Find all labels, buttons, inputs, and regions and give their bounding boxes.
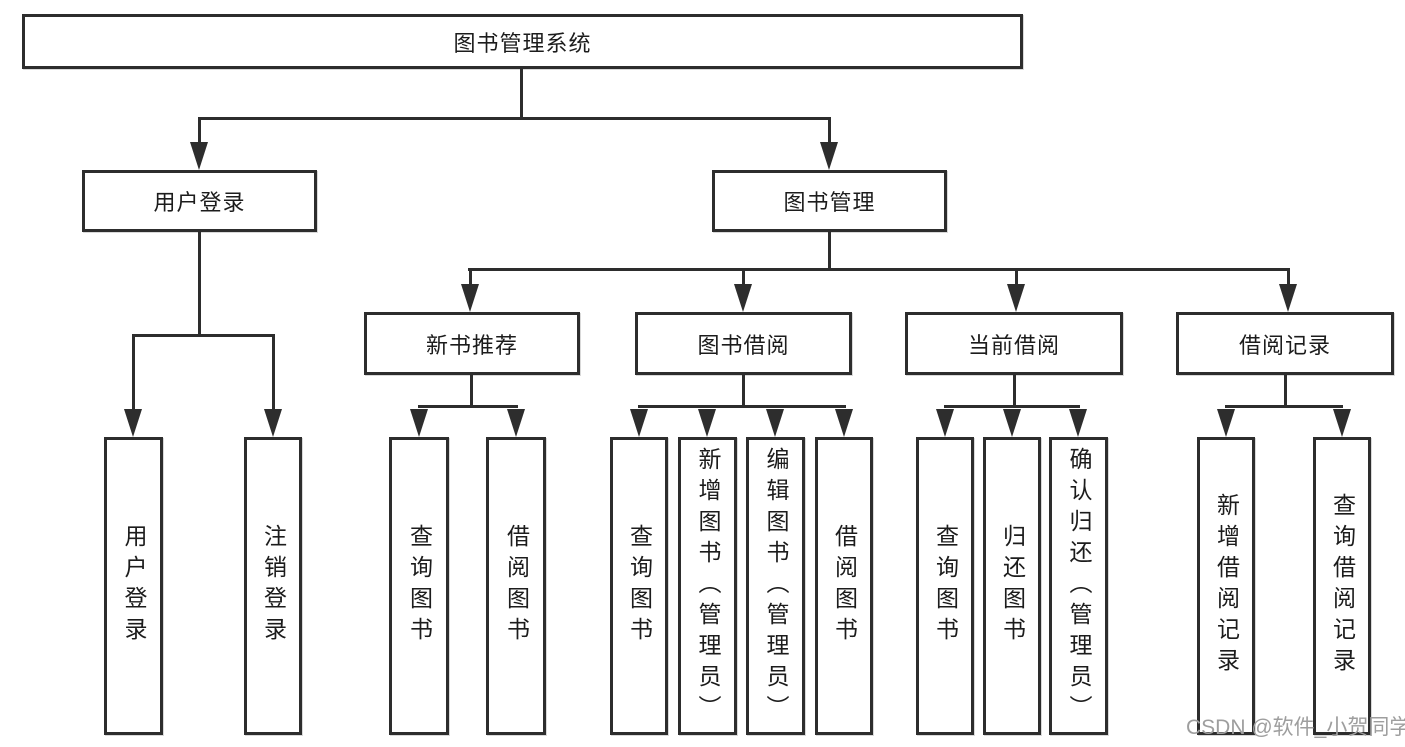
leaf-record-query-label: 查询借阅记录 (1329, 493, 1356, 679)
connector-drop-current-borrow (1015, 268, 1018, 287)
leaf-record-query: 查询借阅记录 (1313, 437, 1371, 735)
node-user-login-label: 用户登录 (153, 190, 246, 215)
node-book-mgmt-label: 图书管理 (783, 190, 876, 215)
leaf-current-query-label: 查询图书 (932, 524, 959, 648)
arrow-down-icon (1007, 284, 1025, 312)
connector-drop-new-book (469, 268, 472, 287)
leaf-current-return: 归还图书 (983, 437, 1041, 735)
connector-bookmgmt-stem (828, 232, 831, 269)
leaf-newbook-query: 查询图书 (389, 437, 449, 735)
arrow-down-icon (698, 409, 716, 437)
arrow-down-icon (936, 409, 954, 437)
connector-newbook-splitter (418, 405, 518, 408)
connector-currentborrow-splitter (944, 405, 1080, 408)
leaf-user-login-label: 用户登录 (121, 524, 147, 648)
arrow-down-icon (820, 142, 838, 170)
arrow-down-icon (734, 284, 752, 312)
leaf-borrow-add-admin: 新增图书（管理员） (678, 437, 737, 735)
node-root: 图书管理系统 (22, 14, 1023, 69)
connector-bookborrow-splitter (638, 405, 846, 408)
arrow-down-icon (835, 409, 853, 437)
arrow-down-icon (264, 409, 282, 437)
arrow-down-icon (507, 409, 525, 437)
node-book-borrow: 图书借阅 (635, 312, 852, 375)
arrow-down-icon (630, 409, 648, 437)
connector-userlogin-stem (198, 232, 201, 337)
leaf-logout: 注销登录 (244, 437, 302, 735)
leaf-current-confirm-admin: 确认归还（管理员） (1049, 437, 1108, 735)
connector-drop-book-mgmt (828, 117, 831, 145)
leaf-record-add: 新增借阅记录 (1197, 437, 1255, 735)
connector-drop-borrow-record (1287, 268, 1290, 287)
node-borrow-record: 借阅记录 (1176, 312, 1394, 375)
node-current-borrow-label: 当前借阅 (967, 332, 1060, 358)
csdn-watermark: CSDN @软件_小贺同学 (1186, 716, 1405, 739)
arrow-down-icon (1069, 409, 1087, 437)
node-book-mgmt: 图书管理 (712, 170, 947, 232)
leaf-current-query: 查询图书 (916, 437, 974, 735)
arrow-down-icon (461, 284, 479, 312)
node-user-login: 用户登录 (82, 170, 317, 232)
connector-drop-user-login (198, 117, 201, 145)
leaf-current-return-label: 归还图书 (999, 524, 1026, 648)
node-book-borrow-label: 图书借阅 (697, 332, 790, 358)
leaf-borrow-book-label: 借阅图书 (831, 524, 858, 648)
leaf-newbook-query-label: 查询图书 (406, 524, 433, 648)
node-new-book-label: 新书推荐 (425, 332, 518, 358)
arrow-down-icon (766, 409, 784, 437)
node-new-book: 新书推荐 (364, 312, 580, 375)
connector-userlogin-splitter (132, 334, 275, 337)
connector-currentborrow-stem (1013, 375, 1016, 408)
connector-borrowrecord-stem (1284, 375, 1287, 408)
connector-newbook-stem (470, 375, 473, 408)
connector-bookmgmt-splitter (468, 268, 1290, 271)
arrow-down-icon (1003, 409, 1021, 437)
leaf-logout-label: 注销登录 (260, 524, 287, 648)
arrow-down-icon (1279, 284, 1297, 312)
connector-bookborrow-stem (742, 375, 745, 408)
arrow-down-icon (190, 142, 208, 170)
connector-root-stem (520, 69, 523, 117)
node-current-borrow: 当前借阅 (905, 312, 1123, 375)
connector-drop-book-borrow (742, 268, 745, 287)
leaf-current-confirm-admin-label: 确认归还（管理员） (1066, 446, 1092, 726)
leaf-borrow-edit-admin: 编辑图书（管理员） (746, 437, 805, 735)
arrow-down-icon (410, 409, 428, 437)
arrow-down-icon (124, 409, 142, 437)
leaf-borrow-add-admin-label: 新增图书（管理员） (695, 446, 721, 726)
leaf-user-login: 用户登录 (104, 437, 163, 735)
arrow-down-icon (1217, 409, 1235, 437)
leaf-newbook-borrow-label: 借阅图书 (503, 524, 530, 648)
leaf-borrow-query: 查询图书 (610, 437, 668, 735)
leaf-borrow-book: 借阅图书 (815, 437, 873, 735)
arrow-down-icon (1333, 409, 1351, 437)
connector-borrowrecord-splitter (1225, 405, 1343, 408)
leaf-borrow-edit-admin-label: 编辑图书（管理员） (763, 446, 789, 726)
leaf-record-add-label: 新增借阅记录 (1213, 493, 1240, 679)
leaf-newbook-borrow: 借阅图书 (486, 437, 546, 735)
node-root-label: 图书管理系统 (453, 30, 592, 56)
connector-root-splitter (198, 117, 831, 120)
leaf-borrow-query-label: 查询图书 (626, 524, 653, 648)
connector-drop-login-leaf (132, 334, 135, 411)
connector-drop-logout-leaf (272, 334, 275, 411)
node-borrow-record-label: 借阅记录 (1238, 332, 1331, 358)
